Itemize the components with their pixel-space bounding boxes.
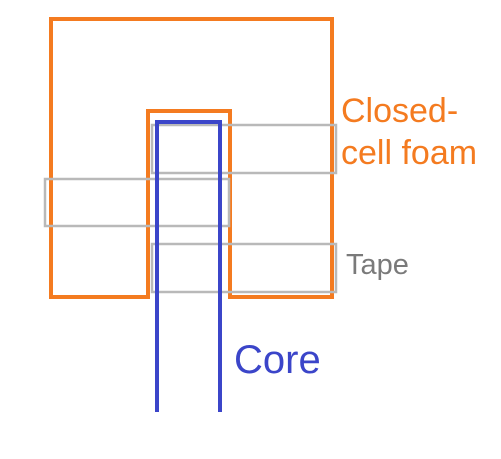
core-label: Core (234, 338, 321, 382)
foam-label-line-1: Closed- (341, 92, 459, 130)
tape-strip-lower (150, 242, 338, 294)
core-u-shape (155, 120, 222, 412)
tape-strip-upper (150, 123, 338, 175)
tape-label: Tape (346, 249, 409, 281)
foam-label-line-2: cell foam (341, 134, 478, 172)
closed-cell-foam-outline (49, 17, 334, 299)
tape-strip-middle (43, 177, 231, 228)
